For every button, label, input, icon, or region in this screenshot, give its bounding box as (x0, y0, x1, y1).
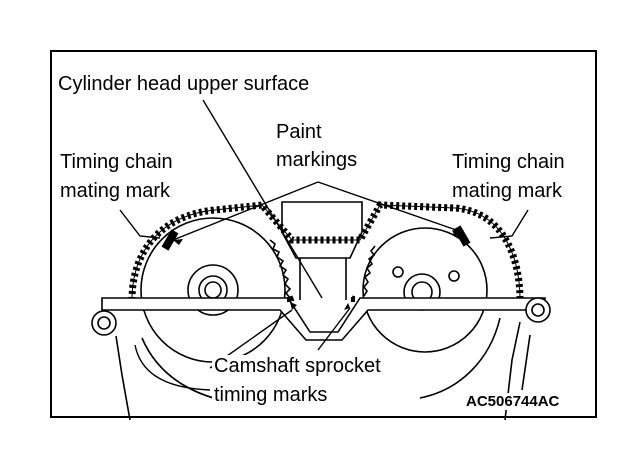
leader-tcm-right (489, 209, 529, 239)
label-camshaft-2: timing marks (212, 384, 330, 407)
left-sprocket-hub (187, 264, 239, 316)
label-paint-2: markings (274, 149, 360, 172)
label-tcm-right-1: Timing chain (450, 151, 567, 174)
label-camshaft-1: Camshaft sprocket (212, 355, 383, 378)
leader-cylinder-head (202, 99, 323, 299)
figure-frame (50, 50, 597, 418)
leader-lower-left (134, 344, 211, 391)
leader-camshaft-right (317, 307, 351, 351)
figure-code: AC506744AC (466, 393, 560, 410)
leader-paint-right (317, 181, 463, 233)
timing-chain (128, 201, 524, 301)
left-camshaft-timing-mark (289, 295, 295, 302)
label-paint-1: Paint (274, 121, 324, 144)
left-sprocket-teeth (269, 239, 292, 299)
leader-paint-left (172, 181, 319, 241)
label-cylinder-head: Cylinder head upper surface (56, 73, 312, 96)
label-tcm-left-2: mating mark (58, 180, 173, 203)
right-sprocket-teeth (362, 245, 376, 297)
right-paint-mark (453, 225, 471, 247)
chain-guide (281, 201, 363, 259)
label-tcm-right-2: mating mark (450, 180, 565, 203)
right-head-bolt (525, 297, 551, 323)
right-sprocket (362, 227, 488, 353)
label-tcm-left-1: Timing chain (58, 151, 175, 174)
leader-tcm-left (119, 209, 161, 239)
left-sprocket (140, 217, 286, 363)
left-paint-mark (161, 229, 179, 251)
cylinder-head-surface (101, 297, 546, 341)
left-head-bolt (91, 310, 117, 336)
